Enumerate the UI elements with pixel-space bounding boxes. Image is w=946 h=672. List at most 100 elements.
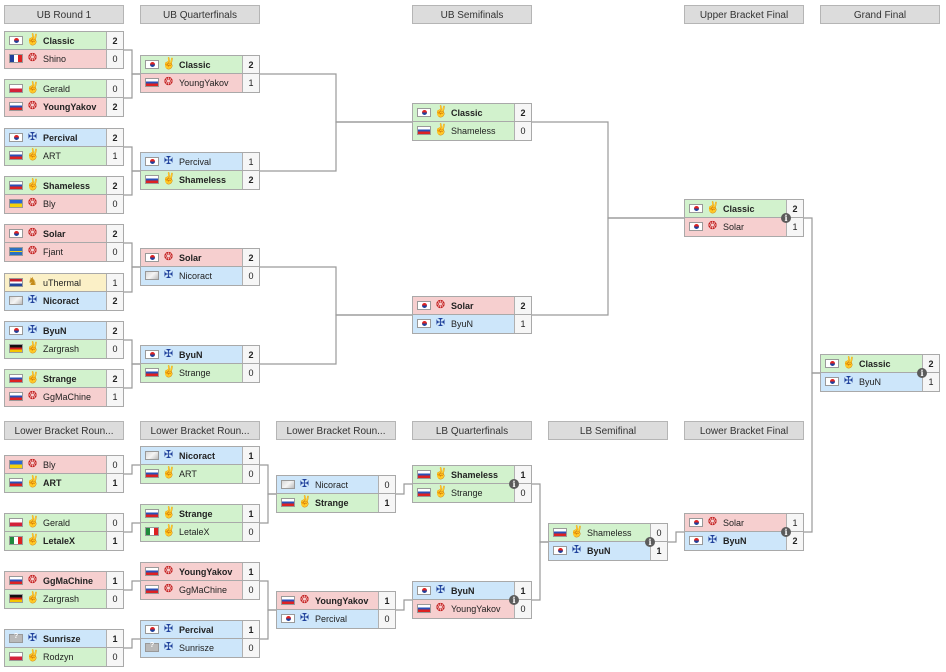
player-name[interactable]: Sunrisze: [43, 634, 81, 644]
player-name[interactable]: ByuN: [451, 586, 475, 596]
player-name[interactable]: ART: [179, 469, 197, 479]
player-name[interactable]: Gerald: [43, 518, 71, 528]
player-name[interactable]: LetaleX: [179, 527, 210, 537]
player-name[interactable]: Strange: [179, 368, 211, 378]
player-name[interactable]: Fjant: [43, 247, 64, 257]
player-name[interactable]: GgMaChine: [43, 576, 94, 586]
player-name[interactable]: ART: [43, 151, 61, 161]
player-name[interactable]: Solar: [179, 253, 202, 263]
player-name[interactable]: ByuN: [723, 536, 747, 546]
player-name[interactable]: Nicoract: [179, 271, 213, 281]
player-name[interactable]: Rodzyn: [43, 652, 74, 662]
player-name[interactable]: Zargrash: [43, 594, 80, 604]
player-name[interactable]: YoungYakov: [315, 596, 369, 606]
player-name[interactable]: YoungYakov: [179, 567, 233, 577]
player-name[interactable]: ByuN: [179, 350, 203, 360]
player-name[interactable]: Percival: [315, 614, 348, 624]
player-name[interactable]: ByuN: [43, 326, 67, 336]
player-name[interactable]: Classic: [43, 36, 75, 46]
player-name[interactable]: Nicoract: [179, 451, 216, 461]
match-info-icon[interactable]: i: [509, 595, 519, 605]
player-name[interactable]: Shameless: [43, 181, 91, 191]
player-name[interactable]: GgMaChine: [179, 585, 228, 595]
player-name[interactable]: Shino: [43, 54, 67, 64]
player-name[interactable]: Percival: [179, 625, 214, 635]
player-name[interactable]: Solar: [451, 301, 474, 311]
player-name[interactable]: Shameless: [179, 175, 227, 185]
player-name[interactable]: Shameless: [451, 470, 499, 480]
player-name[interactable]: LetaleX: [43, 536, 76, 546]
player-name[interactable]: Solar: [43, 229, 66, 239]
player-name[interactable]: Strange: [451, 488, 483, 498]
match-info-icon[interactable]: i: [781, 213, 791, 223]
match-info-icon[interactable]: i: [917, 368, 927, 378]
player-name[interactable]: Classic: [723, 204, 755, 214]
player-name[interactable]: Percival: [179, 157, 212, 167]
player-name[interactable]: YoungYakov: [43, 102, 97, 112]
player-name[interactable]: Bly: [43, 199, 56, 209]
player-name[interactable]: Solar: [723, 518, 745, 528]
player-name[interactable]: Strange: [315, 498, 349, 508]
